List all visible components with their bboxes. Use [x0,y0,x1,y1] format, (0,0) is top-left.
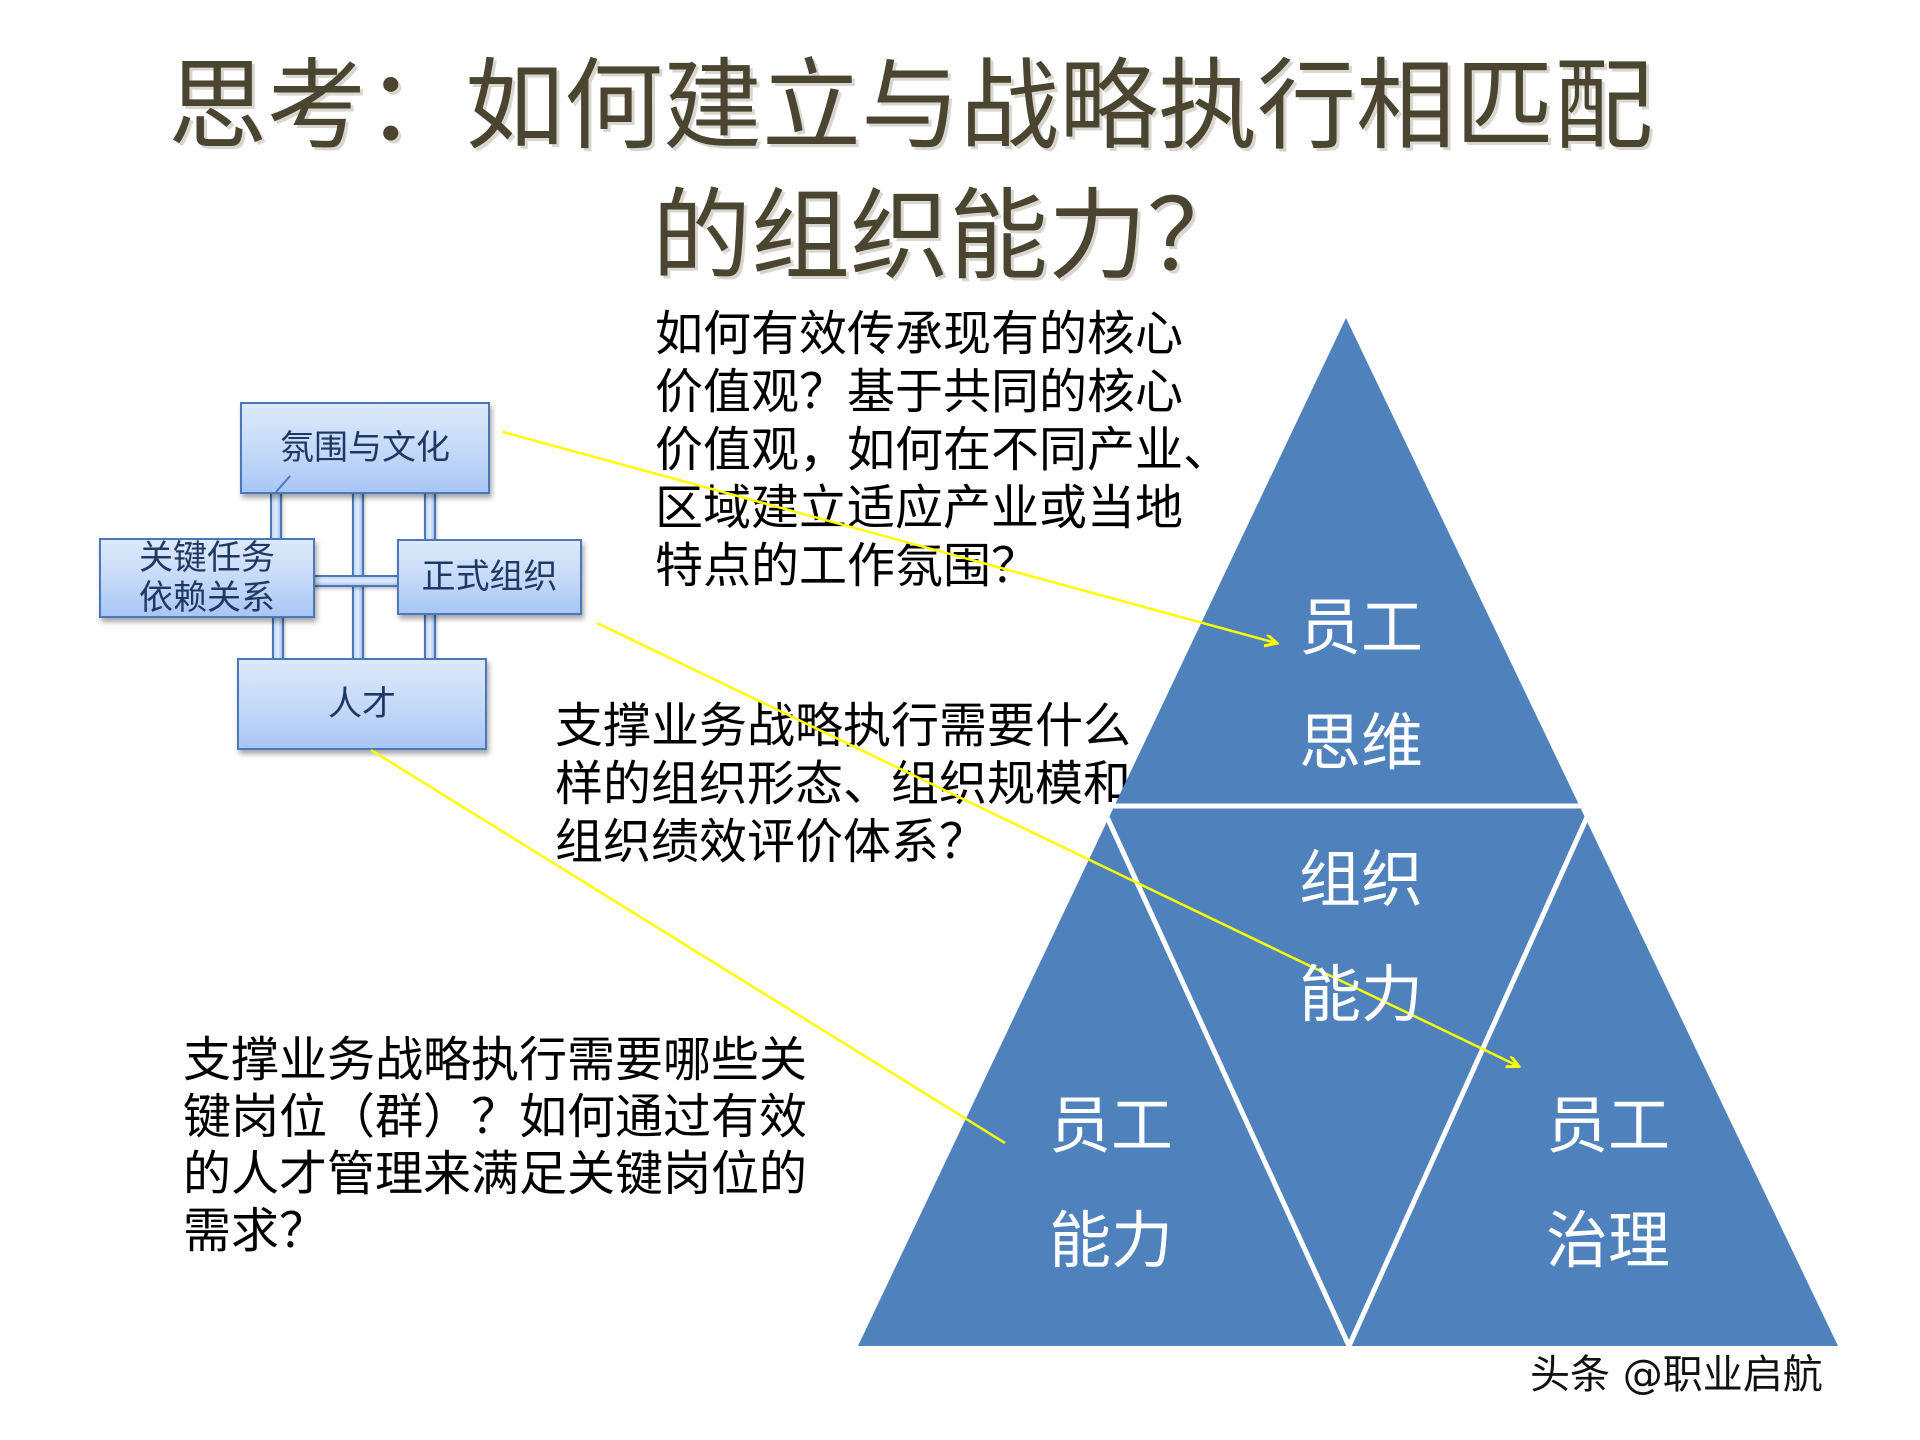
pyramid-label-employee-governance: 员工 治理 [1488,1068,1728,1298]
box-key-task-dependency: 关键任务 依赖关系 [99,538,315,618]
question-line: 如何有效传承现有的核心 [655,306,1184,362]
box-label: 正式组织 [421,557,558,597]
box-talent: 人才 [237,658,487,750]
label-line: 组织 [1298,843,1423,916]
pyramid-label-organizational-capability: 组织 能力 [1241,822,1481,1052]
question-line: 支撑业务战略执行需要什么 [555,698,1132,754]
box-formal-organization: 正式组织 [397,539,582,615]
question-line: 特点的工作氛围？ [655,538,1040,594]
arrow-culture-to-employee-mindset [502,430,1276,643]
label-line: 治理 [1545,1204,1670,1277]
question-line: 区域建立适应产业或当地 [655,480,1184,536]
arrow-formal-org-to-employee-governance [596,621,1518,1066]
question-line: 的人才管理来满足关键岗位的 [183,1146,808,1202]
box-label-line: 依赖关系 [139,578,275,618]
label-line: 员工 [1048,1089,1173,1162]
question-line: 样的组织形态、组织规模和 [555,756,1132,812]
question-line: 支撑业务战略执行需要哪些关 [183,1032,808,1088]
culture-question-text: 如何有效传承现有的核心 价值观？基于共同的核心 价值观，如何在不同产业、 区域建… [655,305,1231,595]
slide-title-line-2: 的组织能力？ [652,179,1246,294]
arrow-talent-to-employee-capability [370,748,1006,1145]
label-line: 思维 [1298,706,1423,779]
pyramid-dividers [1099,803,1595,1348]
question-line: 键岗位（群）？如何通过有效 [183,1089,808,1145]
pyramid-shape [858,318,1838,1346]
organization-question-text: 支撑业务战略执行需要什么 样的组织形态、组织规模和 组织绩效评价体系？ [555,697,1131,871]
label-line: 员工 [1545,1089,1670,1162]
question-line: 价值观？基于共同的核心 [655,364,1184,420]
watermark: 头条 @职业启航 [1530,1352,1823,1398]
label-line: 能力 [1298,958,1423,1031]
question-line: 价值观，如何在不同产业、 [655,422,1232,478]
slide-title-line-1: 思考：如何建立与战略执行相匹配 [168,49,1653,164]
label-line: 员工 [1298,591,1423,664]
decorative-tick [275,475,291,493]
question-line: 需求？ [183,1203,328,1259]
pyramid-label-employee-mindset: 员工 思维 [1241,570,1481,800]
question-line: 组织绩效评价体系？ [555,814,988,870]
pyramid-label-employee-capability: 员工 能力 [991,1068,1231,1298]
talent-question-text: 支撑业务战略执行需要哪些关 键岗位（群）？如何通过有效 的人才管理来满足关键岗位… [183,1032,807,1260]
box-label: 氛围与文化 [280,428,450,468]
box-label-line: 关键任务 [139,538,275,578]
box-atmosphere-culture: 氛围与文化 [240,402,490,494]
label-line: 能力 [1048,1204,1173,1277]
box-label: 人才 [328,684,396,724]
